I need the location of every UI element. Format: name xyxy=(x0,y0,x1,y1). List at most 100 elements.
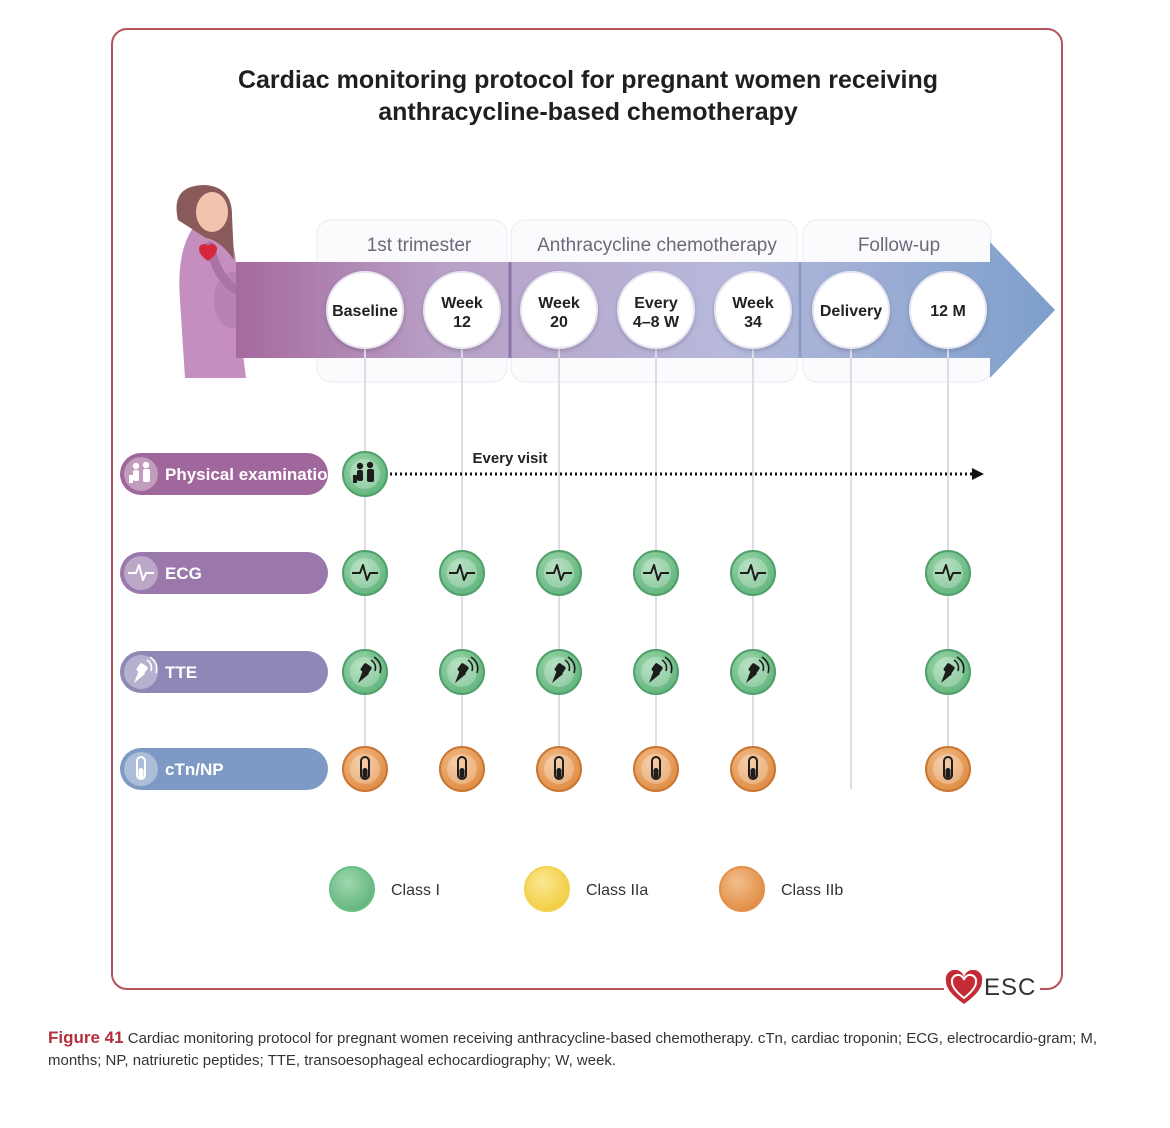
test-tube-icon xyxy=(554,756,564,780)
figure-caption: Figure 41 Cardiac monitoring protocol fo… xyxy=(48,1027,1133,1072)
test-tube-icon xyxy=(136,756,146,780)
marker-ecg-wave-class-I xyxy=(342,550,388,596)
ecg-wave-icon xyxy=(449,564,475,581)
legend-swatch xyxy=(524,866,570,912)
row-ctn-np: cTn/NP xyxy=(120,748,328,790)
timepoint-circle xyxy=(617,271,695,349)
marker-test-tube-class-IIb xyxy=(536,746,582,792)
test-tube-icon xyxy=(943,756,953,780)
legend-label: Class IIb xyxy=(781,882,843,899)
recommendation-markers xyxy=(342,451,971,792)
timepoint-label-line1: Every xyxy=(634,295,678,312)
figure-title: Cardiac monitoring protocol for pregnant… xyxy=(160,64,1016,128)
timepoint-3: Every 4–8 W xyxy=(617,271,695,349)
ultrasound-probe-icon xyxy=(649,656,673,683)
legend-item-class-iib: Class IIb xyxy=(719,866,843,912)
legend-item-class-iia: Class IIa xyxy=(524,866,648,912)
marker-test-tube-class-IIb xyxy=(633,746,679,792)
ultrasound-probe-icon xyxy=(941,656,965,683)
phase-label-first-trimester: 1st trimester xyxy=(367,235,472,256)
timepoint-circle xyxy=(423,271,501,349)
timepoint-label-line2: 20 xyxy=(550,314,568,331)
marker-ultrasound-probe-class-I xyxy=(439,649,485,695)
legend-label: Class I xyxy=(391,882,440,899)
title-line-1: Cardiac monitoring protocol for pregnant… xyxy=(237,66,939,94)
row-label-pill xyxy=(120,748,328,790)
ultrasound-probe-icon xyxy=(552,656,576,683)
timepoint-circle xyxy=(812,271,890,349)
timepoint-4: Week 34 xyxy=(714,271,792,349)
timepoint-5: Delivery xyxy=(812,271,890,349)
legend-swatch xyxy=(719,866,765,912)
ecg-wave-icon xyxy=(643,564,669,581)
timepoint-circle xyxy=(520,271,598,349)
row-label-text: TTE xyxy=(165,663,197,682)
caregiver-icon xyxy=(353,461,374,483)
timepoint-label-line1: Week xyxy=(441,295,483,312)
row-tte: TTE xyxy=(120,651,328,693)
marker-ecg-wave-class-I xyxy=(633,550,679,596)
figure-frame xyxy=(111,28,1063,990)
marker-test-tube-class-IIb xyxy=(439,746,485,792)
timepoint-label: Baseline xyxy=(332,303,398,320)
timepoint-0: Baseline xyxy=(326,271,404,349)
ultrasound-probe-icon xyxy=(746,656,770,683)
row-label-text: cTn/NP xyxy=(165,760,224,779)
timepoint-6: 12 M xyxy=(909,271,987,349)
ultrasound-probe-icon xyxy=(455,656,479,683)
ecg-wave-icon xyxy=(935,564,961,581)
title-line-2: anthracycline-based chemotherapy xyxy=(378,98,798,126)
marker-ecg-wave-class-I xyxy=(925,550,971,596)
row-label-text: ECG xyxy=(165,564,202,583)
row-label-text: Physical examination xyxy=(165,465,338,484)
timepoint-circle xyxy=(714,271,792,349)
class-marker-circle xyxy=(342,451,388,497)
timepoint-label: 12 M xyxy=(930,303,966,320)
test-tube-icon xyxy=(651,756,661,780)
ecg-wave-icon xyxy=(352,564,378,581)
every-visit-label: Every visit xyxy=(472,450,547,467)
class-legend: Class I Class IIa Class IIb xyxy=(329,866,843,912)
marker-ecg-wave-class-I xyxy=(730,550,776,596)
test-tube-icon xyxy=(457,756,467,780)
test-tube-icon xyxy=(360,756,370,780)
timepoint-label-line1: Week xyxy=(732,295,774,312)
ecg-wave-icon xyxy=(546,564,572,581)
legend-label: Class IIa xyxy=(586,882,648,899)
marker-test-tube-class-IIb xyxy=(730,746,776,792)
row-ecg: ECG xyxy=(120,552,328,594)
row-label-pill xyxy=(120,453,328,495)
legend-item-class-i: Class I xyxy=(329,866,440,912)
heart-logo-icon xyxy=(945,969,983,1004)
esc-logo-text: ESC xyxy=(984,974,1037,1001)
every-visit-arrow: Every visit xyxy=(390,450,984,480)
timepoint-2: Week 20 xyxy=(520,271,598,349)
timepoint-markers: Baseline Week 12 Week 20 Every 4–8 W Week 34 Deli… xyxy=(326,271,987,349)
row-label-pill xyxy=(120,552,328,594)
marker-ultrasound-probe-class-I xyxy=(730,649,776,695)
ultrasound-probe-icon xyxy=(134,656,158,683)
figure-number: Figure 41 xyxy=(48,1028,124,1047)
row-label-pill xyxy=(120,651,328,693)
marker-ecg-wave-class-I xyxy=(536,550,582,596)
timepoint-label-line2: 4–8 W xyxy=(633,314,680,331)
caregiver-icon xyxy=(129,461,150,483)
marker-ultrasound-probe-class-I xyxy=(633,649,679,695)
timepoint-label-line2: 34 xyxy=(744,314,762,331)
phase-label-follow-up: Follow-up xyxy=(858,235,940,256)
ecg-wave-icon xyxy=(740,564,766,581)
marker-ecg-wave-class-I xyxy=(439,550,485,596)
marker-test-tube-class-IIb xyxy=(342,746,388,792)
ecg-wave-icon xyxy=(128,564,154,581)
marker-caregiver-class-I xyxy=(342,451,388,497)
legend-swatch xyxy=(329,866,375,912)
timepoint-label: Delivery xyxy=(820,303,882,320)
phase-label-chemotherapy: Anthracycline chemotherapy xyxy=(537,235,777,256)
row-icon-badge xyxy=(124,457,158,491)
timepoint-label-line1: Week xyxy=(538,295,580,312)
timepoint-label-line2: 12 xyxy=(453,314,471,331)
timepoint-circle xyxy=(326,271,404,349)
row-physical-examination: Physical examination xyxy=(120,453,338,495)
